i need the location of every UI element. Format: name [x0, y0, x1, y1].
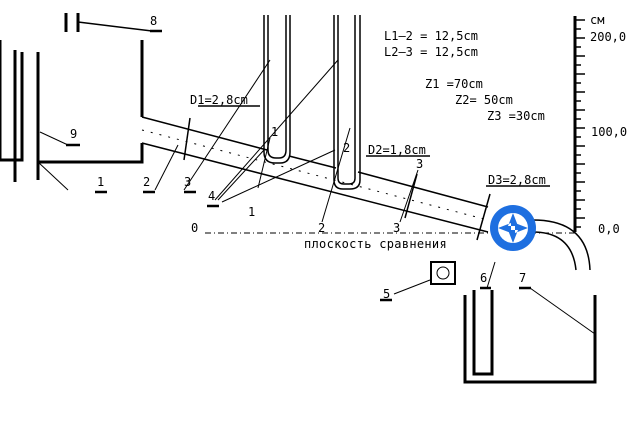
section-1-tube-mark: 1 — [271, 125, 278, 139]
callout-8: 8 — [150, 14, 157, 28]
scale-label-200: 200,0 — [590, 30, 626, 44]
scale-unit-label: см — [590, 13, 604, 27]
length-l12: L1–2 = 12,5cm — [384, 29, 478, 43]
section-3-top-mark: 3 — [416, 157, 423, 171]
valve[interactable] — [490, 205, 536, 251]
pressure-tank — [0, 40, 144, 182]
section-2-axis-mark: 2 — [318, 221, 325, 235]
inclined-pipe — [141, 116, 491, 241]
piezometer-tube-2 — [333, 15, 361, 190]
height-z1: Z1 =70cm — [425, 77, 483, 91]
diameter-d3: D3=2,8cm — [488, 173, 546, 187]
callout-4: 4 — [208, 189, 215, 203]
measuring-tank — [463, 290, 597, 384]
callout-2: 2 — [143, 175, 150, 189]
scale-label-100: 100,0 — [591, 125, 627, 139]
height-z2: Z2= 50cm — [455, 93, 513, 107]
section-1-axis-mark: 1 — [248, 205, 255, 219]
callout-6: 6 — [480, 271, 487, 285]
zero-mark: 0 — [191, 221, 198, 235]
section-3-axis-mark: 3 — [393, 221, 400, 235]
scale-label-0: 0,0 — [598, 222, 620, 236]
reference-plane-label: плоскость сравнения — [304, 237, 447, 251]
piezometer-tube-1 — [263, 15, 291, 164]
callout-5: 5 — [383, 287, 390, 301]
section-2-tube-mark: 2 — [343, 141, 350, 155]
diameter-d2: D2=1,8cm — [368, 143, 426, 157]
callout-3: 3 — [184, 175, 191, 189]
tank-pressure-tap — [64, 13, 153, 32]
height-scale — [573, 16, 585, 232]
discharge-bend — [532, 219, 591, 271]
height-z3: Z3 =30cm — [487, 109, 545, 123]
callout-7: 7 — [519, 271, 526, 285]
leader-lines — [37, 59, 596, 335]
length-l23: L2–3 = 12,5cm — [384, 45, 478, 59]
diameter-d1: D1=2,8cm — [190, 93, 248, 107]
callout-dashes — [66, 29, 550, 302]
stopwatch — [430, 261, 456, 285]
callout-9: 9 — [70, 127, 77, 141]
callout-1: 1 — [97, 175, 104, 189]
